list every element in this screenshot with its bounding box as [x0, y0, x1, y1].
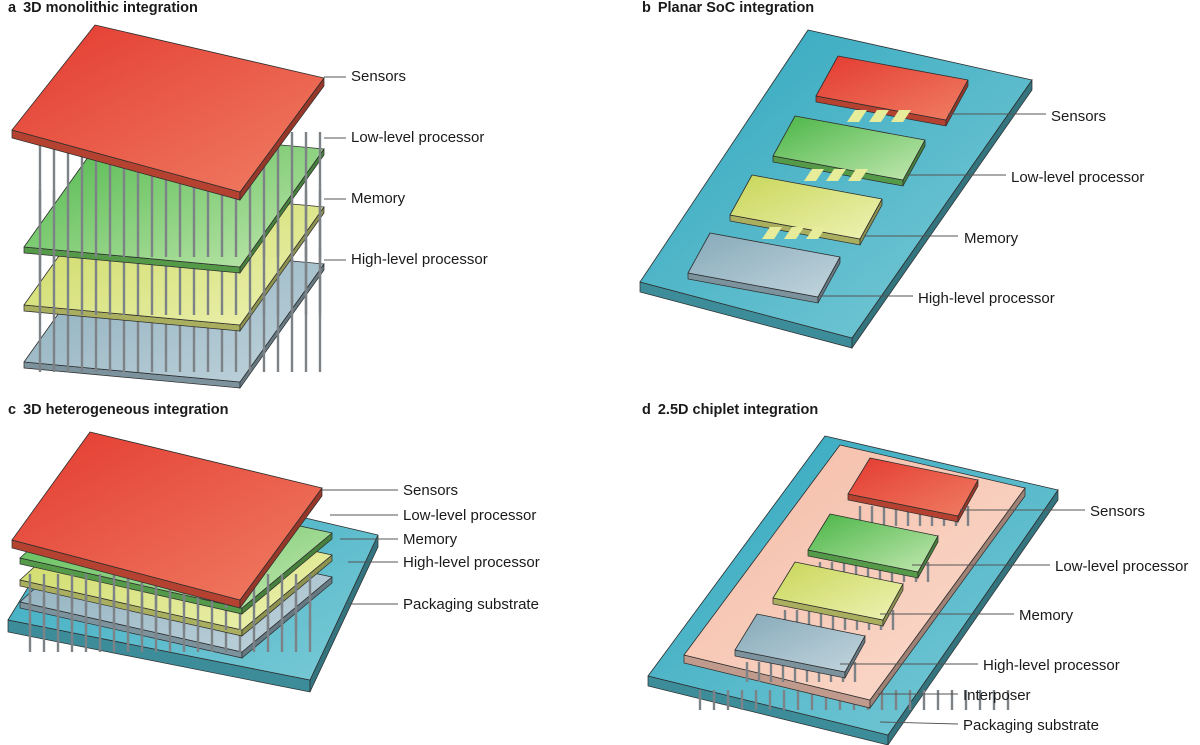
d-memory-chip-top: [772, 561, 904, 621]
label-d-high-level-processor: High-level processor: [983, 657, 1120, 674]
label-a-low-level-processor: Low-level processor: [351, 129, 485, 146]
panel-d-title: d 2.5D chiplet integration: [642, 402, 818, 418]
b-link-2-0: [804, 169, 824, 181]
b-sensors-chip-top: [815, 55, 969, 121]
b-low-level-processor-chip-top: [772, 115, 926, 181]
b-link-3-2: [806, 227, 826, 239]
panel-d-title-text: 2.5D chiplet integration: [657, 402, 819, 418]
a-sensors-layer-top: [11, 24, 325, 193]
b-link-3-0: [762, 227, 782, 239]
b-high-level-processor-chip-top: [687, 232, 841, 298]
label-c-low-level-processor: Low-level processor: [403, 507, 537, 524]
label-a-memory: Memory: [351, 190, 406, 207]
c-sensors-layer-top: [11, 431, 323, 601]
panel-a-title: a 3D monolithic integration: [8, 0, 198, 16]
panel-b-title: b Planar SoC integration: [642, 0, 814, 16]
label-b-low-level-processor: Low-level processor: [1011, 169, 1145, 186]
panel-b-letter: b: [642, 0, 651, 16]
b-link-1-0: [847, 110, 867, 122]
panel-c-title: c 3D heterogeneous integration: [8, 402, 229, 418]
panel-d-letter: d: [642, 402, 651, 418]
label-d-interposer: Interposer: [963, 687, 1031, 704]
label-d-sensors: Sensors: [1090, 503, 1146, 520]
d-low-level-processor-chip-top: [807, 513, 939, 573]
b-memory-chip-top: [729, 174, 883, 240]
d-sensors-chip-top: [847, 457, 979, 517]
panel-b-title-text: Planar SoC integration: [657, 0, 815, 16]
panel-a-letter: a: [8, 0, 17, 16]
label-b-sensors: Sensors: [1051, 108, 1107, 125]
b-link-1-1: [869, 110, 889, 122]
label-a-high-level-processor: High-level processor: [351, 251, 488, 268]
label-c-memory: Memory: [403, 531, 458, 548]
d-high-level-processor-chip-top: [734, 613, 866, 673]
panel-c-letter: c: [8, 402, 17, 418]
label-c-packaging-substrate: Packaging substrate: [403, 596, 539, 613]
label-a-sensors: Sensors: [351, 68, 407, 85]
panel-c-title-text: 3D heterogeneous integration: [23, 402, 229, 418]
label-b-high-level-processor: High-level processor: [918, 290, 1055, 307]
d-leader-packaging: [879, 721, 959, 725]
label-c-sensors: Sensors: [403, 482, 459, 499]
label-c-high-level-processor: High-level processor: [403, 554, 540, 571]
b-link-3-1: [784, 227, 804, 239]
panel-a-title-text: 3D monolithic integration: [23, 0, 198, 16]
label-b-memory: Memory: [964, 230, 1019, 247]
b-link-1-2: [891, 110, 911, 122]
label-d-low-level-processor: Low-level processor: [1055, 558, 1189, 575]
b-link-2-2: [848, 169, 868, 181]
b-link-2-1: [826, 169, 846, 181]
label-d-packaging-substrate: Packaging substrate: [963, 717, 1099, 734]
label-d-memory: Memory: [1019, 607, 1074, 624]
